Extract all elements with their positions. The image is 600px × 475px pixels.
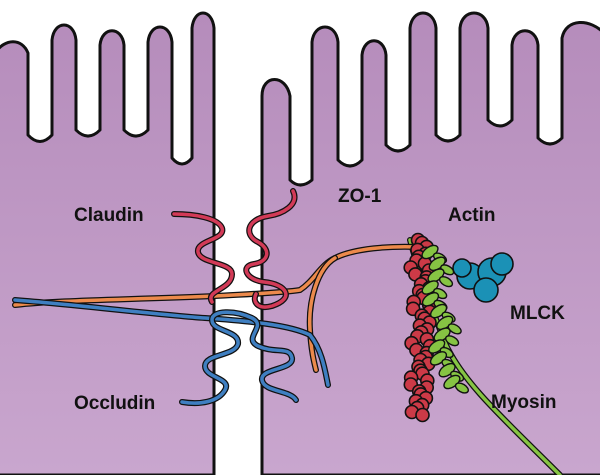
myosin-head [443, 374, 461, 390]
myosin-head [421, 292, 440, 307]
myosin-head [445, 335, 460, 347]
myosin-head [447, 323, 462, 335]
myosin-head [438, 362, 456, 378]
zo1-label: ZO-1 [338, 186, 382, 207]
myosin-head [421, 280, 439, 295]
myosin-head [429, 303, 448, 319]
mlck-label: MLCK [510, 303, 565, 324]
myosin-head [428, 339, 446, 354]
myosin-label: Myosin [491, 392, 556, 413]
actin-label: Actin [448, 205, 496, 226]
myosin-head [436, 315, 454, 331]
mlck-enzyme [452, 252, 514, 303]
myosin-head [429, 351, 448, 366]
claudin-protein [171, 188, 298, 310]
claudin-label: Claudin [74, 205, 144, 226]
myosin-heads [421, 244, 469, 394]
actin-bead [415, 407, 430, 423]
myosin-head [438, 275, 454, 288]
myosin-head [427, 268, 445, 283]
occludin-label: Occludin [74, 393, 155, 414]
myosin-head [421, 244, 439, 260]
myosin-head [454, 382, 469, 394]
occludin-protein [12, 297, 331, 407]
myosin-head [428, 256, 446, 272]
myosin-head [433, 327, 451, 342]
left-cell [0, 11, 216, 475]
